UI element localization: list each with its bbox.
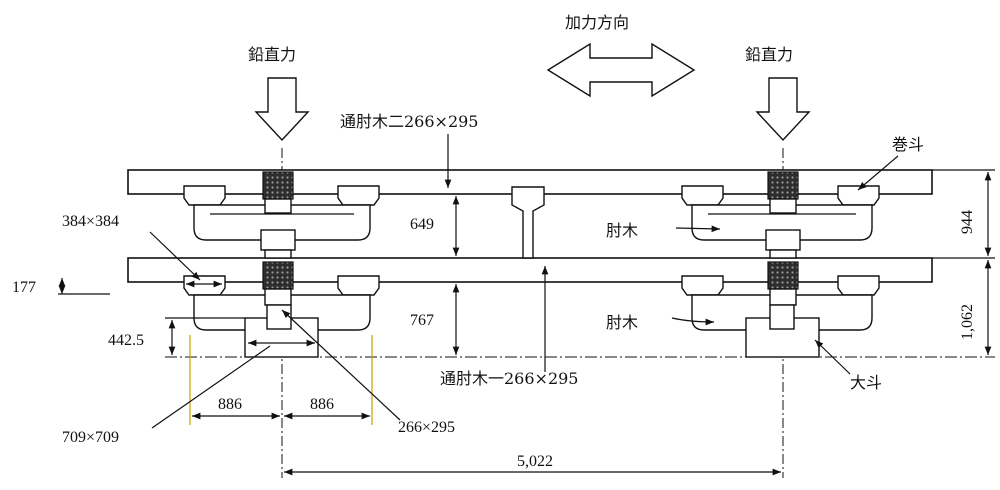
dim-767-label: 767 xyxy=(410,312,434,329)
hatched-block-upper-left xyxy=(262,171,294,200)
dim-709-label: 709×709 xyxy=(62,429,119,446)
vertical-force-label-left: 鉛直力 xyxy=(248,45,296,64)
hatched-block-lower-right xyxy=(767,261,799,290)
stem-upper-right xyxy=(769,198,797,214)
daito-insert-right xyxy=(769,304,795,330)
upper-beam-label: 通肘木二266×295 xyxy=(340,112,479,131)
vertical-force-label-right: 鉛直力 xyxy=(745,45,793,64)
bearing-block-lower-left-2 xyxy=(337,275,380,296)
dim-649-label: 649 xyxy=(410,216,434,233)
hijiki-lower-label: 肘木 xyxy=(606,313,638,332)
stem-lower-left xyxy=(264,288,292,306)
dim-442-label: 442.5 xyxy=(108,332,144,349)
bearing-block-upper-left-2 xyxy=(337,185,380,206)
daito-insert-left xyxy=(266,304,292,330)
hijiki-upper-label: 肘木 xyxy=(606,221,638,240)
hatched-block-lower-left xyxy=(262,261,294,290)
dim-1062-label: 1,062 xyxy=(959,304,976,340)
dim-span-label: 5,022 xyxy=(517,453,553,470)
dim-384-label: 384×384 xyxy=(62,213,119,230)
vertical-force-arrow-right xyxy=(755,77,811,142)
bearing-block-lower-right-1 xyxy=(681,275,724,296)
load-direction-arrow xyxy=(546,42,696,98)
bearing-block-upper-left-1 xyxy=(183,185,226,206)
load-direction-label: 加力方向 xyxy=(565,13,629,32)
stem-upper-left xyxy=(264,198,292,214)
dim-177-label: 177 xyxy=(12,279,36,296)
mid-block-upper-right xyxy=(765,229,801,251)
stem-lower-right xyxy=(769,288,797,306)
lower-beam-label: 通肘木一266×295 xyxy=(440,369,579,388)
hatched-block-upper-right xyxy=(767,171,799,200)
vertical-force-arrow-left xyxy=(254,77,310,142)
center-strut xyxy=(511,186,545,259)
lower-through-beam xyxy=(127,257,933,283)
mid-block-upper-left xyxy=(260,229,296,251)
stem-upper-right-2 xyxy=(769,249,797,259)
daito-label: 大斗 xyxy=(850,373,882,392)
stem-upper-left-2 xyxy=(264,249,292,259)
dim-266-label: 266×295 xyxy=(398,419,455,436)
bearing-block-upper-right-2 xyxy=(837,185,880,206)
bearing-block-lower-left-1 xyxy=(183,275,226,296)
dim-944-label: 944 xyxy=(959,210,976,234)
bearing-block-lower-right-2 xyxy=(837,275,880,296)
dim-886-right-label: 886 xyxy=(310,396,334,413)
makito-label: 巻斗 xyxy=(892,135,924,154)
bearing-block-upper-right-1 xyxy=(681,185,724,206)
dim-886-left-label: 886 xyxy=(218,396,242,413)
